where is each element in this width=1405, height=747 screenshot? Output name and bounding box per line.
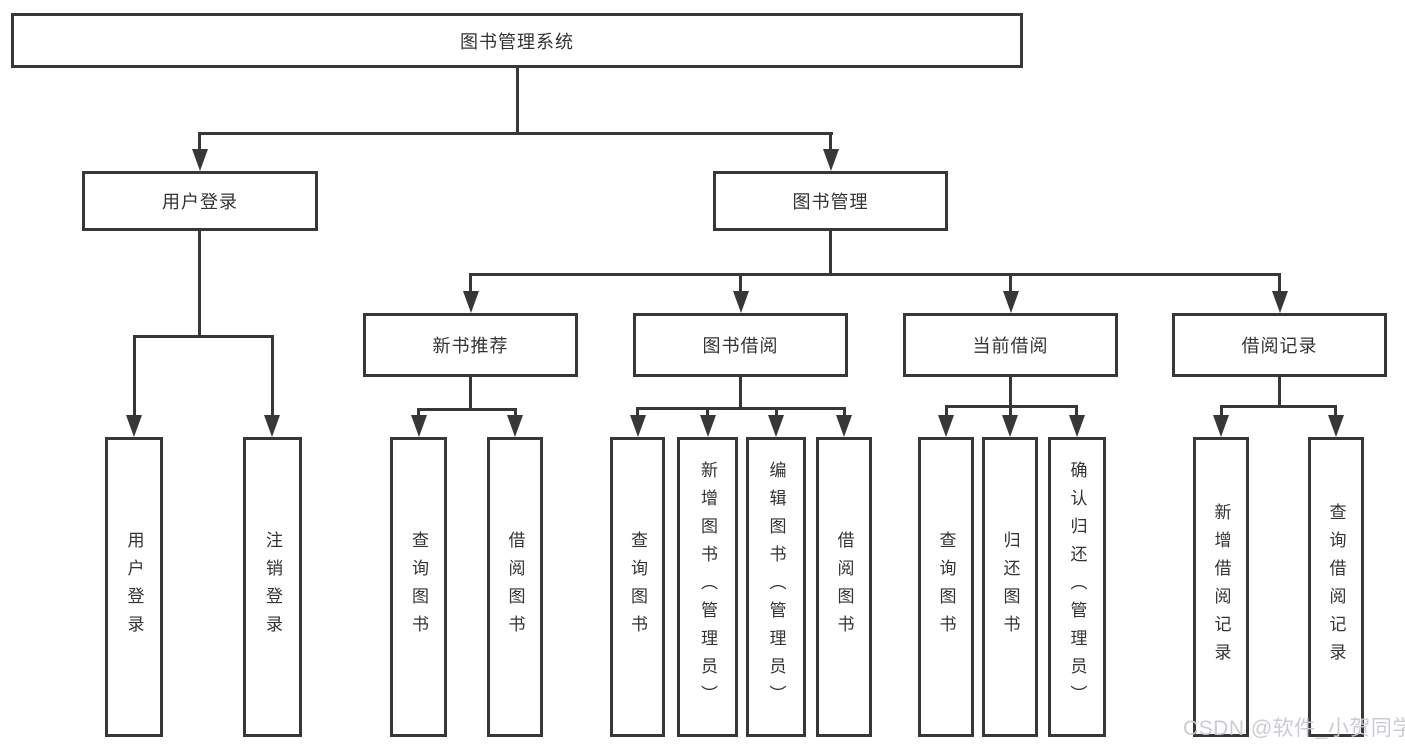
connector-user-login-stem — [198, 231, 201, 335]
connector-new-book-recommend-stem — [469, 377, 472, 408]
arrowhead-down — [1272, 291, 1288, 313]
leaf-current-query-books: 查询图书 — [918, 437, 974, 737]
connector-current-borrowing-stem — [1009, 377, 1012, 405]
connector-level2-rail — [198, 132, 833, 135]
leaf-label: 借阅图书 — [834, 531, 854, 643]
connector-drop-book-management — [829, 132, 832, 154]
node-label: 图书管理系统 — [460, 31, 574, 52]
leaf-label: 新增图书（管理员） — [698, 461, 717, 713]
leaf-user-login: 用户登录 — [105, 437, 163, 737]
connector-drop — [945, 405, 948, 420]
leaf-label: 查询借阅记录 — [1326, 503, 1346, 671]
arrowhead-down — [1213, 415, 1229, 437]
leaf-label: 归还图书 — [1000, 531, 1020, 643]
connector-drop-book-borrowing — [739, 273, 742, 294]
leaf-logout: 注销登录 — [243, 437, 302, 737]
arrowhead-down — [192, 149, 208, 171]
leaf-label: 新增借阅记录 — [1211, 503, 1231, 671]
connector-drop-new-book-recommend — [469, 273, 472, 294]
arrowhead-down — [836, 415, 852, 437]
arrowhead-down — [630, 415, 646, 437]
connector-borrowing-records-rail — [1220, 405, 1337, 408]
arrowhead-down — [938, 415, 954, 437]
connector-drop — [1220, 405, 1223, 420]
connector-book-borrowing-rail — [636, 407, 845, 410]
leaf-label: 用户登录 — [124, 531, 144, 643]
connector-drop — [1075, 405, 1078, 420]
node-label: 新书推荐 — [432, 336, 509, 356]
connector-drop — [636, 407, 639, 420]
arrowhead-down — [700, 415, 716, 437]
arrowhead-down — [768, 415, 784, 437]
connector-drop-borrowing-records — [1278, 273, 1281, 294]
leaf-label: 注销登录 — [263, 531, 282, 643]
node-library-management-system: 图书管理系统 — [11, 13, 1023, 68]
arrowhead-down — [733, 291, 749, 313]
leaf-label: 查询图书 — [628, 531, 647, 643]
leaf-label: 确认归还（管理员） — [1067, 461, 1087, 713]
connector-drop — [843, 407, 846, 420]
arrowhead-down — [823, 149, 839, 171]
leaf-recommend-borrow-books: 借阅图书 — [487, 437, 543, 737]
connector-drop-user-login — [198, 132, 201, 154]
connector-drop — [1009, 405, 1012, 420]
connector-drop — [706, 407, 709, 420]
arrowhead-down — [1069, 415, 1085, 437]
leaf-borrowing-edit-books-admin: 编辑图书（管理员） — [746, 437, 806, 737]
connector-drop — [514, 408, 517, 420]
node-label: 当前借阅 — [972, 336, 1049, 356]
connector-borrowing-records-stem — [1278, 377, 1281, 405]
node-book-management: 图书管理 — [713, 171, 948, 231]
arrowhead-down — [411, 415, 427, 437]
leaf-records-query-borrow-record: 查询借阅记录 — [1308, 437, 1364, 737]
connector-book-management-stem — [829, 231, 832, 273]
leaf-label: 编辑图书（管理员） — [766, 461, 786, 713]
arrowhead-down — [1328, 415, 1344, 437]
connector-drop-current-borrowing — [1009, 273, 1012, 294]
leaf-borrowing-add-books-admin: 新增图书（管理员） — [677, 437, 738, 737]
node-borrowing-records: 借阅记录 — [1172, 313, 1387, 377]
node-label: 图书管理 — [792, 192, 869, 212]
node-new-book-recommend: 新书推荐 — [363, 313, 578, 377]
leaf-current-confirm-return-admin: 确认归还（管理员） — [1048, 437, 1106, 737]
node-current-borrowing: 当前借阅 — [903, 313, 1118, 377]
leaf-borrowing-borrow-books: 借阅图书 — [816, 437, 872, 737]
connector-user-login-rail — [133, 335, 274, 338]
connector-drop — [775, 407, 778, 420]
leaf-label: 查询图书 — [409, 531, 428, 643]
arrowhead-down — [126, 415, 142, 437]
arrowhead-down — [264, 415, 280, 437]
connector-new-book-recommend-rail — [417, 408, 517, 411]
arrowhead-down — [1002, 415, 1018, 437]
connector-drop — [417, 408, 420, 420]
node-label: 用户登录 — [162, 192, 238, 212]
arrowhead-down — [1003, 291, 1019, 313]
arrowhead-down — [507, 415, 523, 437]
connector-book-borrowing-stem — [739, 377, 742, 407]
node-label: 借阅记录 — [1241, 336, 1318, 356]
arrowhead-down — [463, 291, 479, 313]
leaf-label: 查询图书 — [936, 531, 956, 643]
leaf-current-return-books: 归还图书 — [982, 437, 1038, 737]
connector-drop — [1334, 405, 1337, 420]
leaf-recommend-query-books: 查询图书 — [390, 437, 447, 737]
connector-drop-leaf-user-login — [133, 335, 136, 420]
leaf-label: 借阅图书 — [505, 531, 525, 643]
connector-root-stem — [516, 68, 519, 132]
node-book-borrowing: 图书借阅 — [633, 313, 848, 377]
leaf-borrowing-query-books: 查询图书 — [610, 437, 665, 737]
node-label: 图书借阅 — [702, 336, 779, 356]
leaf-records-add-borrow-record: 新增借阅记录 — [1193, 437, 1249, 737]
connector-drop-leaf-logout — [271, 335, 274, 420]
node-user-login: 用户登录 — [82, 171, 318, 231]
connector-level3-rail — [469, 273, 1281, 276]
